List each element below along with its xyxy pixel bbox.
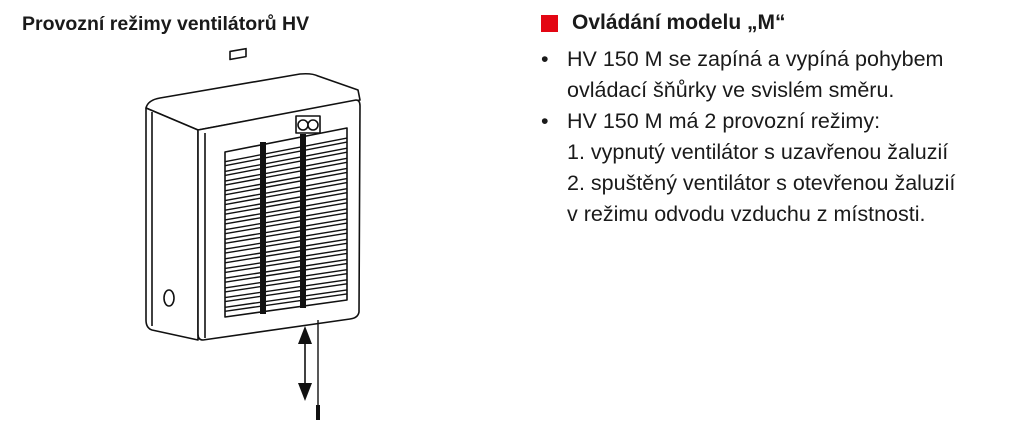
grille-slat <box>224 147 348 173</box>
grille-slat <box>224 228 348 250</box>
grille-slat <box>224 242 348 264</box>
grille-slat <box>224 171 348 196</box>
line-text: HV 150 M se zapíná a vypíná pohybem <box>567 47 944 71</box>
grille-slat <box>224 141 348 167</box>
description-list: • HV 150 M se zapíná a vypíná pohybem ovl… <box>541 44 955 230</box>
line-text: ovládací šňůrky ve svislém směru. <box>567 78 895 102</box>
grille-slat <box>224 177 348 202</box>
grille-slat <box>224 279 348 299</box>
bullet-icon: • <box>541 109 549 133</box>
grille-slat <box>224 167 348 192</box>
grille-slat <box>224 252 348 274</box>
grille-slat <box>224 192 348 215</box>
grille-slat <box>224 181 348 206</box>
grille-slat <box>224 289 348 308</box>
list-line: ovládací šňůrky ve svislém směru. <box>541 75 955 106</box>
grille-slat <box>224 137 348 163</box>
grille-slat <box>224 238 348 260</box>
grille-slat <box>224 283 348 303</box>
grille-slat <box>224 272 348 293</box>
list-line: • HV 150 M má 2 provozní režimy: <box>541 106 955 137</box>
fan-illustration <box>145 47 361 420</box>
up-down-arrow-icon <box>298 326 312 401</box>
grille-slat <box>224 258 348 279</box>
grille-slat <box>224 268 348 289</box>
grille-slat <box>224 202 348 225</box>
grille-slat <box>224 222 348 245</box>
list-line: • HV 150 M se zapíná a vypíná pohybem <box>541 44 955 75</box>
line-text: 1. vypnutý ventilátor s uzavřenou žaluzi… <box>567 140 949 164</box>
section-title: Provozní režimy ventilátorů HV <box>22 13 310 35</box>
grille-slat <box>224 188 348 211</box>
grille-slat <box>224 232 348 254</box>
line-text: v režimu odvodu vzduchu z místnosti. <box>567 202 926 226</box>
grille-slat <box>224 198 348 221</box>
grille-slat <box>224 293 348 312</box>
list-line: 2. spuštěný ventilátor s otevřenou žaluz… <box>541 168 955 199</box>
grille-slat <box>224 151 348 177</box>
grille-slat <box>224 262 348 283</box>
line-text: HV 150 M má 2 provozní režimy: <box>567 109 881 133</box>
list-line: 1. vypnutý ventilátor s uzavřenou žaluzi… <box>541 137 955 168</box>
pull-cord[interactable] <box>316 320 320 420</box>
section-heading: Ovládání modelu „M“ <box>572 11 786 34</box>
grille-slat <box>224 161 348 186</box>
line-text: 2. spuštěný ventilátor s otevřenou žaluz… <box>567 171 956 195</box>
accent-square-icon <box>541 15 558 32</box>
grille-slat <box>224 218 348 241</box>
grille-slat <box>224 248 348 270</box>
list-line: v režimu odvodu vzduchu z místnosti. <box>541 199 955 230</box>
bullet-icon: • <box>541 47 549 71</box>
grille-slat <box>224 212 348 235</box>
grille-slat <box>224 208 348 231</box>
grille-slat <box>224 157 348 182</box>
